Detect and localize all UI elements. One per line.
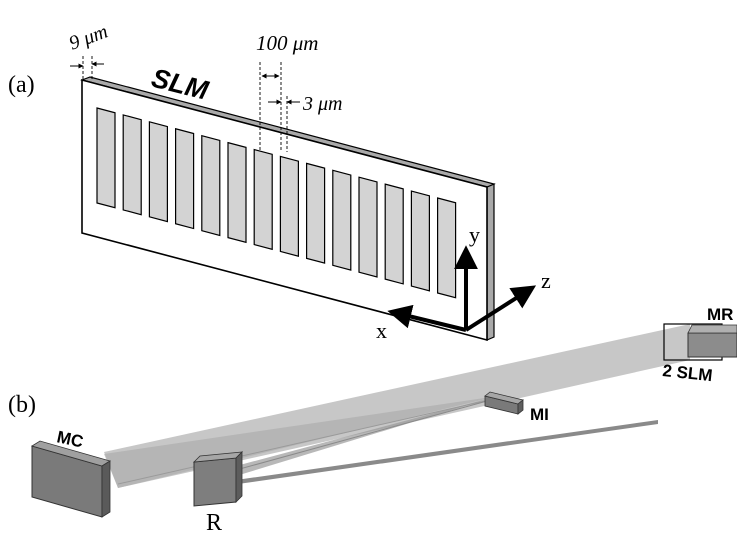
axis-x-arrow <box>387 304 467 332</box>
component-r-label: R <box>206 510 222 534</box>
mirror-mc-side <box>101 460 111 518</box>
slm-pixel-stripe <box>410 190 430 292</box>
axis-z-label: z <box>541 268 551 293</box>
beam-ray-2 <box>235 397 499 471</box>
dimension-100um: 100 μm 3 μm <box>256 31 342 152</box>
component-r <box>193 457 237 507</box>
axis-z-arrow <box>464 285 537 332</box>
slm-pixel-stripe <box>227 141 247 244</box>
slm-pixel-stripe <box>306 162 326 264</box>
axis-y-label: y <box>469 222 480 247</box>
mirror-mr <box>687 332 737 358</box>
slm-pixel-stripes <box>96 107 457 299</box>
mirror-mi-label: MI <box>530 405 549 424</box>
slm-pixel-stripe <box>253 148 273 251</box>
dim-3um-label: 3 μm <box>302 93 342 115</box>
slm-pixel-stripe <box>437 197 457 299</box>
slm-pixel-stripe <box>358 176 378 278</box>
panel-a: (a) SLM 9 μm 100 μm 3 μm <box>8 21 551 343</box>
slm-pixel-stripe <box>332 169 352 271</box>
slm-pixel-stripe <box>148 121 168 223</box>
slm-pixel-stripe <box>384 183 404 285</box>
panel-b-label: (b) <box>8 392 36 418</box>
slm-pixel-stripe <box>201 134 221 237</box>
slm-pixel-stripe <box>96 107 116 209</box>
axis-x-label: x <box>376 318 387 343</box>
slm-pixel-stripe <box>175 127 195 230</box>
dim-9um-label: 9 μm <box>66 21 111 55</box>
dim-100um-label: 100 μm <box>256 31 318 55</box>
slm-pixel-stripe <box>122 114 142 216</box>
output-beam <box>236 420 658 484</box>
axes: y x z <box>376 222 551 343</box>
mirror-mr-label: MR <box>707 305 733 324</box>
beam-ray-1 <box>117 397 499 485</box>
mirror-mr-top <box>687 324 737 334</box>
component-r-side <box>235 451 243 503</box>
slm-2-label: 2 SLM <box>662 361 714 385</box>
dimension-9um: 9 μm <box>66 21 111 80</box>
panel-a-label: (a) <box>8 72 35 98</box>
mirror-mi-side <box>517 399 524 415</box>
panel-b: (b) MC MI MR 2 SLM R <box>8 305 737 534</box>
slm-pixel-stripe <box>279 155 299 257</box>
